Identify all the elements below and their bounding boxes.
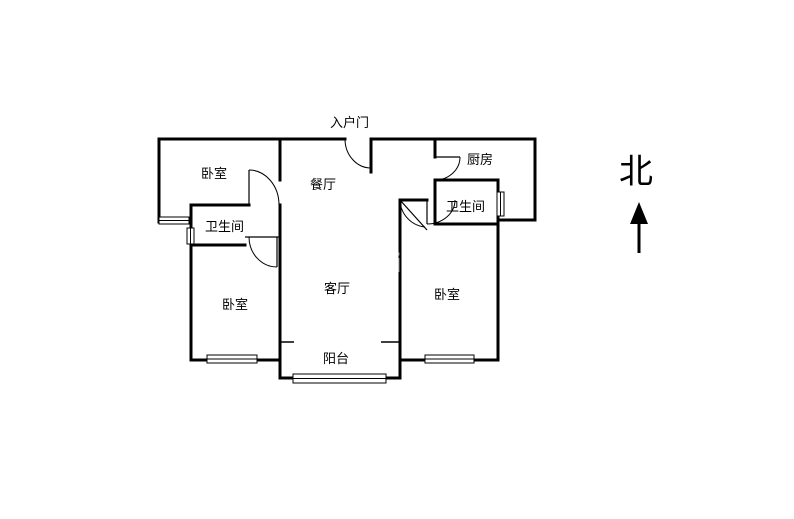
window-west-bath [186,227,195,245]
doors [245,138,461,268]
window-nw [158,216,190,225]
window-sw-bedroom [206,354,258,364]
door-kitchen [434,156,461,181]
label-bedroom-nw: 卧室 [201,166,227,182]
door-se-bedroom [399,199,428,231]
label-bedroom-sw: 卧室 [222,297,248,313]
label-bedroom-se: 卧室 [434,287,460,303]
door-entrance [344,138,372,169]
label-bathroom-west: 卫生间 [205,220,244,235]
door-east-bath [426,199,456,225]
north-arrow-icon [630,202,648,253]
label-dining: 餐厅 [310,177,336,193]
window-east-bath [496,191,505,217]
door-nw-bedroom [248,169,280,206]
window-balcony [292,373,387,384]
door-west-bath [245,236,280,268]
window-se-bedroom [424,354,475,364]
north-label: 北 [619,152,653,192]
label-balcony: 阳台 [323,352,349,367]
windows [158,191,505,384]
label-living: 客厅 [324,281,350,297]
label-kitchen: 厨房 [467,152,493,168]
label-bathroom-east: 卫生间 [446,200,485,215]
label-entrance-door: 入户门 [330,115,369,131]
room-labels: 入户门 卧室 餐厅 厨房 卫生间 卫生间 客厅 卧室 卧室 阳台 [201,115,493,367]
compass: 北 [619,152,653,253]
watermark: qhdlianjia.com [283,249,488,279]
